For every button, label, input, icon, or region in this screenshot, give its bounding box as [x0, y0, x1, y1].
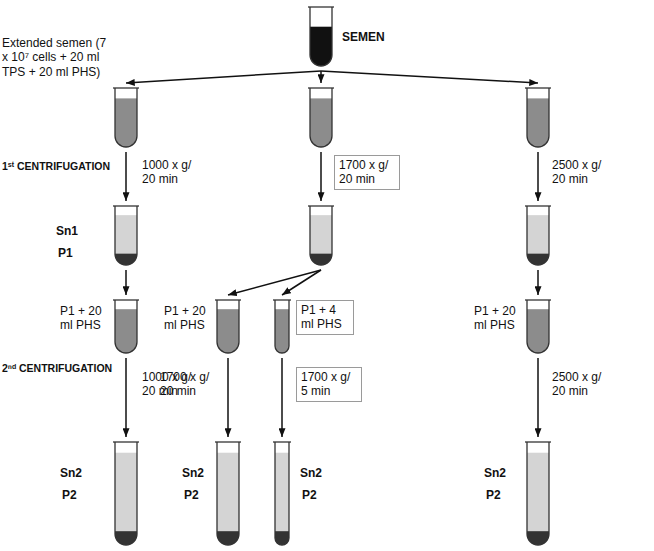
tube-node: Sn2P2 — [274, 440, 290, 546]
tube-label: P2 — [302, 488, 317, 502]
test-tube — [114, 204, 138, 266]
tube-node: SEMEN — [309, 5, 333, 67]
flow-arrow — [281, 358, 283, 437]
flow-arrow — [321, 71, 538, 83]
test-tube — [114, 86, 138, 148]
flow-arrow — [320, 152, 322, 201]
tube-node: P1 + 4 ml PHS — [274, 298, 290, 354]
tube-node: P1 + 20 ml PHS — [526, 298, 550, 354]
flow-arrow — [125, 152, 127, 201]
centrifugation-setting: 1700 x g/ 20 min — [160, 370, 216, 399]
test-tube — [274, 440, 290, 546]
flow-arrow — [320, 71, 322, 83]
test-tube — [526, 298, 550, 354]
test-tube — [526, 86, 550, 148]
tube-label: Sn2 — [300, 466, 322, 480]
flow-arrow — [537, 270, 539, 295]
flow-arrow — [125, 270, 127, 295]
tube-node: Sn1P1 — [114, 204, 138, 266]
flow-arrow — [228, 270, 321, 295]
tube-label: Sn1 — [56, 224, 78, 238]
tube-label: P1 + 20 ml PHS — [474, 304, 522, 333]
tube-node — [526, 86, 550, 148]
test-tube — [216, 298, 240, 354]
centrifugation-setting: 2500 x g/ 20 min — [552, 370, 608, 399]
tube-node: P1 + 20 ml PHS — [216, 298, 240, 354]
centrifugation-setting: 1700 x g/ 5 min — [296, 367, 362, 402]
tube-label: SEMEN — [342, 30, 385, 44]
tube-node — [309, 86, 333, 148]
flow-arrow — [537, 152, 539, 201]
centrifugation-setting: 1700 x g/ 20 min — [334, 155, 400, 190]
tube-label: P2 — [486, 488, 501, 502]
tube-label: Extended semen (7 x 10⁷ cells + 20 ml TP… — [2, 36, 108, 79]
tube-node: Sn2P2 — [114, 440, 138, 546]
test-tube — [216, 440, 240, 546]
flow-arrow — [282, 270, 321, 295]
step-heading: 1ˢᵗ CENTRIFUGATION — [2, 160, 110, 173]
test-tube — [526, 204, 550, 266]
test-tube — [309, 5, 333, 67]
tube-label: P2 — [184, 488, 199, 502]
flow-arrow — [126, 71, 321, 83]
test-tube — [114, 298, 138, 354]
tube-label: P1 + 20 ml PHS — [60, 304, 108, 333]
tube-node: Sn2P2 — [526, 440, 550, 546]
test-tube — [309, 204, 333, 266]
flow-arrow — [227, 358, 229, 437]
tube-node: Extended semen (7 x 10⁷ cells + 20 ml TP… — [114, 86, 138, 148]
test-tube — [526, 440, 550, 546]
tube-node: P1 + 20 ml PHS — [114, 298, 138, 354]
test-tube — [309, 86, 333, 148]
tube-node — [526, 204, 550, 266]
step-heading: 2ⁿᵈ CENTRIFUGATION — [2, 362, 112, 375]
tube-node — [309, 204, 333, 266]
flow-arrow — [125, 358, 127, 437]
tube-label: P2 — [62, 488, 77, 502]
tube-label: Sn2 — [60, 466, 82, 480]
tube-label: P1 + 4 ml PHS — [296, 300, 354, 335]
flow-arrow — [537, 358, 539, 437]
centrifugation-setting: 2500 x g/ 20 min — [552, 158, 608, 187]
tube-label: P1 + 20 ml PHS — [164, 304, 212, 333]
centrifugation-setting: 1000 x g/ 20 min — [142, 158, 198, 187]
tube-label: Sn2 — [484, 466, 506, 480]
tube-node: Sn2P2 — [216, 440, 240, 546]
tube-label: Sn2 — [182, 466, 204, 480]
test-tube — [274, 298, 290, 354]
test-tube — [114, 440, 138, 546]
tube-label: P1 — [58, 246, 73, 260]
